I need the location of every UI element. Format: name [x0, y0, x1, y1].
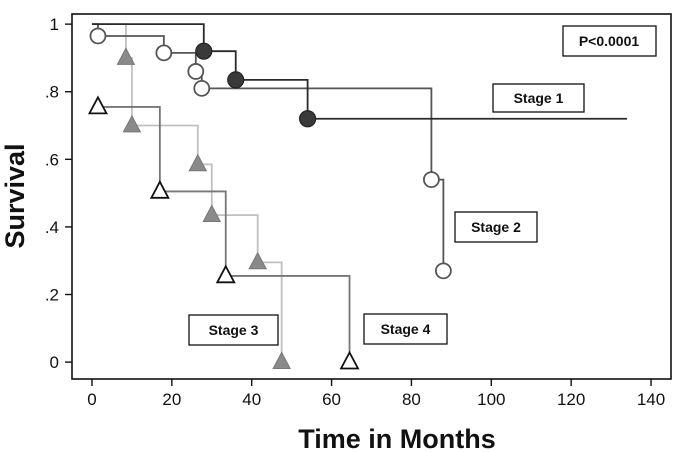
y-tick-label: .8: [45, 83, 59, 102]
x-tick-label: 100: [477, 390, 505, 409]
axis-ticks: 0 20 40 60 80 100 120 140 0 .2 .4 .6 .8 1: [45, 15, 665, 409]
label-stage-3: Stage 3: [188, 314, 279, 346]
label-stage-2: Stage 2: [454, 211, 538, 243]
label-stage-1-text: Stage 1: [514, 90, 564, 106]
y-tick-label: .4: [45, 218, 59, 237]
y-axis-title: Survival: [0, 143, 30, 248]
marker-stage-2: [422, 171, 440, 189]
plot-frame: [71, 13, 672, 380]
marker-stage-2: [187, 63, 205, 80]
marker-stage-2: [89, 27, 107, 45]
x-tick-label: 120: [557, 390, 585, 409]
marker-stage-1: [195, 42, 213, 60]
x-axis-title: Time in Months: [298, 424, 496, 452]
marker-stage-1: [227, 71, 245, 89]
marker-stage-4: [215, 264, 236, 284]
marker-stage-4: [149, 179, 170, 199]
marker-stage-3: [188, 153, 208, 172]
marker-stage-3: [202, 204, 222, 222]
marker-stage-1: [299, 110, 317, 128]
label-stage-1: Stage 1: [492, 83, 585, 113]
label-stage-4: Stage 4: [363, 313, 448, 345]
marker-stage-2: [155, 44, 173, 62]
series-layer: [87, 23, 628, 370]
y-tick-label: 1: [50, 15, 59, 34]
y-tick-label: .2: [45, 286, 59, 305]
x-tick-label: 80: [402, 390, 421, 409]
p-value-text: P<0.0001: [579, 33, 640, 49]
x-tick-label: 40: [242, 390, 261, 409]
y-tick-label: 0: [50, 353, 59, 372]
marker-stage-3: [116, 47, 136, 65]
marker-stage-3: [248, 251, 268, 270]
p-value-annotation: P<0.0001: [562, 25, 657, 57]
x-tick-label: 0: [87, 390, 96, 409]
series-line-stage-2: [91, 23, 445, 271]
marker-stage-2: [434, 262, 452, 280]
series-line-stage-3: [91, 23, 283, 363]
label-stage-4-text: Stage 4: [381, 321, 431, 337]
marker-stage-4: [87, 95, 108, 115]
series-line-stage-4: [97, 106, 351, 363]
y-tick-label: .6: [45, 150, 59, 169]
marker-stage-3: [272, 351, 291, 370]
marker-stage-4: [339, 350, 360, 370]
x-tick-label: 20: [162, 390, 181, 409]
x-tick-label: 60: [322, 390, 341, 409]
x-tick-label: 140: [637, 390, 665, 409]
label-stage-2-text: Stage 2: [471, 219, 521, 235]
marker-stage-2: [193, 79, 211, 97]
marker-stage-3: [122, 114, 142, 133]
label-stage-3-text: Stage 3: [209, 322, 259, 338]
